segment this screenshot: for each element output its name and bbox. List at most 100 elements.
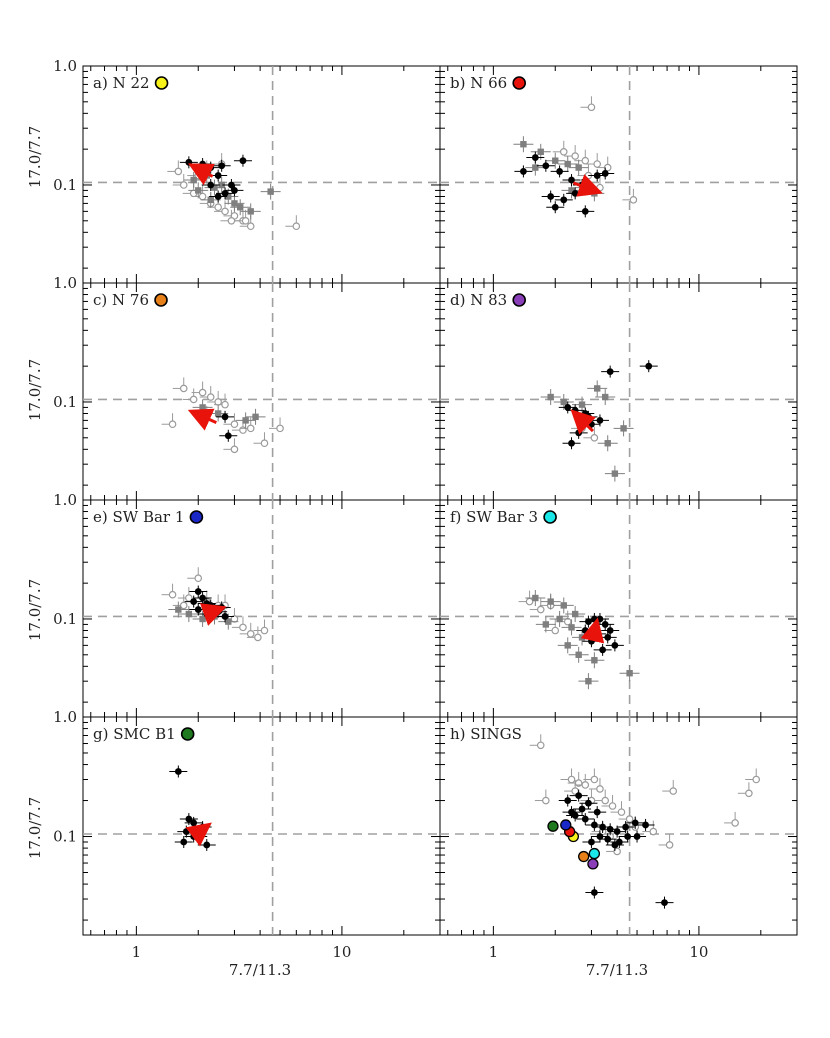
- open-point: [214, 398, 222, 406]
- galaxy-marker-sw-bar-3: [588, 847, 601, 860]
- open-point: [276, 424, 284, 433]
- mean-shift-arrow: [187, 408, 217, 431]
- black-point: [190, 819, 198, 827]
- gray-point: [560, 602, 567, 609]
- open-point: [189, 395, 198, 404]
- open-point: [254, 633, 262, 642]
- mean-shift-arrow: [185, 822, 212, 847]
- gray-point: [575, 164, 582, 171]
- open-point: [246, 424, 255, 433]
- x-tick-label: 1: [489, 943, 499, 961]
- black-point: [199, 160, 207, 168]
- gray-point: [564, 160, 571, 168]
- black-point: [180, 838, 188, 846]
- gray-point: [537, 148, 544, 156]
- open-point: [563, 617, 572, 626]
- open-point: [206, 393, 215, 401]
- black-point: [588, 838, 595, 846]
- black-point: [564, 797, 572, 804]
- black-point: [199, 594, 207, 602]
- black-point: [601, 621, 609, 628]
- black-point: [218, 162, 226, 170]
- black-point: [224, 432, 232, 440]
- gray-point: [211, 184, 218, 191]
- galaxy-marker-n-76: [578, 850, 590, 863]
- panel-5-legend-marker: [189, 510, 204, 524]
- panel-8-label: h) SINGS: [450, 725, 522, 743]
- black-point: [642, 821, 649, 829]
- black-point: [194, 588, 202, 595]
- black-point: [207, 181, 215, 189]
- gray-point: [199, 404, 206, 411]
- open-point: [230, 445, 239, 454]
- y-tick-label: 0.1: [53, 393, 77, 411]
- open-point: [596, 183, 604, 192]
- open-point: [194, 574, 203, 583]
- mean-shift-arrow: [200, 603, 227, 626]
- open-point: [581, 781, 590, 789]
- panel-1-legend-marker: [154, 76, 169, 90]
- black-point: [581, 815, 589, 823]
- open-point: [587, 103, 596, 112]
- black-point: [613, 828, 621, 835]
- open-point: [581, 156, 590, 165]
- black-point: [214, 193, 222, 200]
- black-point: [182, 828, 190, 835]
- panel-6-frame: [439, 499, 798, 718]
- y-axis-title-row4: 17.0/7.7: [26, 797, 44, 859]
- black-point: [218, 604, 226, 611]
- open-point: [551, 626, 560, 635]
- open-point: [649, 827, 658, 836]
- gray-point: [578, 401, 586, 408]
- gray-point: [190, 176, 197, 184]
- open-point: [601, 796, 610, 805]
- black-point: [190, 598, 198, 605]
- gray-point: [604, 440, 611, 447]
- gray-point: [547, 598, 554, 605]
- open-point: [590, 433, 599, 442]
- gray-point: [175, 606, 182, 613]
- open-point: [292, 222, 301, 231]
- black-point: [596, 417, 604, 424]
- black-point: [601, 170, 609, 177]
- black-point: [571, 406, 579, 414]
- open-point: [590, 775, 599, 784]
- black-point: [593, 808, 601, 816]
- y-axis-title-row3: 17.0/7.7: [26, 579, 44, 641]
- panel-3-label: c) N 76: [93, 291, 149, 309]
- black-point: [556, 168, 564, 175]
- black-point: [564, 404, 572, 411]
- gray-point: [602, 393, 609, 401]
- open-point: [536, 605, 545, 614]
- open-point: [174, 167, 183, 176]
- black-point: [185, 158, 193, 166]
- panel-4-label: d) N 83: [450, 291, 507, 309]
- gray-point: [568, 624, 575, 631]
- open-point: [559, 148, 568, 156]
- open-point: [168, 590, 177, 599]
- y-tick-label: 1.0: [53, 57, 77, 75]
- y-tick-label: 0.1: [53, 176, 77, 194]
- black-point: [606, 627, 614, 634]
- open-point: [179, 181, 188, 189]
- open-point: [669, 787, 678, 795]
- gray-point: [252, 413, 259, 421]
- open-point: [617, 808, 626, 816]
- galaxy-marker-sw-bar-1: [560, 819, 572, 831]
- gray-point: [547, 393, 554, 401]
- black-point: [604, 835, 612, 843]
- gray-point: [542, 621, 550, 628]
- black-point: [560, 196, 568, 204]
- panel-7-label: g) SMC B1: [93, 725, 176, 743]
- x-tick-label: 1: [132, 943, 142, 961]
- gray-point: [552, 157, 559, 164]
- black-point: [231, 187, 238, 194]
- gray-point: [225, 193, 232, 200]
- black-point: [531, 154, 539, 161]
- panel-8-frame: [439, 716, 798, 936]
- open-point: [525, 597, 534, 606]
- mean-shift-arrow: [572, 174, 603, 197]
- panel-4-frame: [439, 282, 798, 501]
- open-point: [603, 163, 612, 172]
